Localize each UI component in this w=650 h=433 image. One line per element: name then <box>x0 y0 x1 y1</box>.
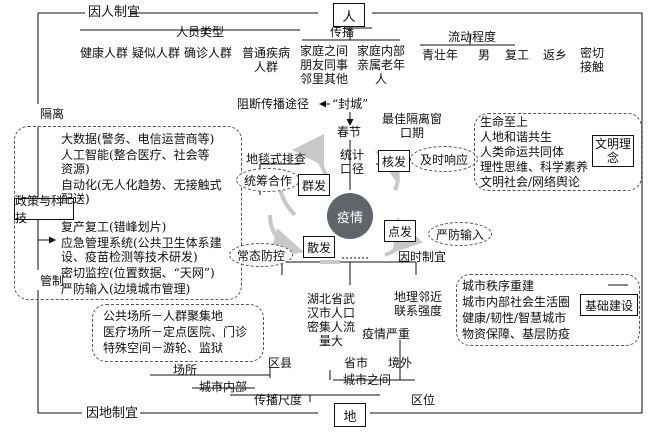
block-route-label: 阻断传播途径 <box>237 97 310 111</box>
policy-item-bigdata: 大数据(警务、电信运营商等) <box>61 132 215 146</box>
infra-item-life-circle: 城市内部社会生活圈 <box>462 295 571 309</box>
severity-label: 疫情严重 <box>362 327 411 341</box>
civ-item-harmony: 人地和谐共生 <box>480 130 553 144</box>
county-label: 区县 <box>268 356 293 370</box>
person-box: 人 <box>333 3 365 27</box>
district-label: 区位 <box>411 393 436 407</box>
strict-import-ellipse: 严防输入 <box>428 222 492 246</box>
infrastructure-box: 基础建设 <box>580 294 638 316</box>
infrastructure-group <box>456 274 640 346</box>
place-special: 特殊空间－游轮、监狱 <box>103 341 224 355</box>
spread-between-families: 家庭之间朋友同事邻里其他 <box>299 44 348 86</box>
within-city-label: 城市内部 <box>199 380 248 394</box>
civilization-box: 文明理念 <box>592 135 634 167</box>
infra-item-order: 城市秩序重建 <box>462 279 535 293</box>
spread-within-family: 家庭内部亲属老年人 <box>356 44 405 86</box>
policy-item-ai: 人工智能(整合医疗、社会等资源) <box>61 148 210 176</box>
place-public: 公共场所－人群聚集地 <box>103 309 224 323</box>
normal-prevention-ellipse: 常态防控 <box>229 243 293 267</box>
abroad-label: 境外 <box>388 356 413 370</box>
places-label: 场所 <box>173 363 198 377</box>
geo-adjacent-label: 地理邻近联系强度 <box>393 290 442 318</box>
scattered-outbreak-box: 散发 <box>303 236 335 258</box>
coordination-ellipse: 统筹合作 <box>236 168 300 192</box>
group-suspected: 疑似人群 <box>132 46 181 60</box>
policy-item-automation: 自动化(无人化趋势、无接触式配送) <box>61 178 222 206</box>
factor-person-label: 因人制宜 <box>88 5 141 20</box>
civ-item-shared-future: 人类命运共同体 <box>480 145 565 159</box>
province-city-label: 省市 <box>344 356 369 370</box>
policy-item-resume-work: 复产复工(错峰划片) <box>61 220 167 234</box>
mobility-return-work: 复工 <box>505 48 530 62</box>
city-lockdown-label: “封城” <box>332 97 369 111</box>
timely-response-ellipse: 及时响应 <box>410 146 478 172</box>
person-type-label: 人员类型 <box>176 25 225 39</box>
control-label: 管制 <box>40 274 65 288</box>
civ-item-life-first: 生命至上 <box>480 115 529 129</box>
group-common-disease: 普通疾病人群 <box>241 46 290 74</box>
mobility-male: 男 <box>478 48 491 62</box>
isolation-label: 隔离 <box>40 107 65 121</box>
time-adapt-label: 因时制宜 <box>398 250 447 264</box>
mobility-label: 流动程度 <box>448 30 497 44</box>
point-outbreak-box: 点发 <box>384 220 416 242</box>
stats-caliber-label: 统计口径 <box>340 148 365 176</box>
door-to-door-label: 地毯式排查 <box>246 152 307 166</box>
infra-item-smart-city: 健康/韧性/智慧城市 <box>462 311 567 325</box>
mobility-young-adult: 青壮年 <box>422 48 459 62</box>
mobility-close-contact: 密切接触 <box>579 46 604 74</box>
policy-item-monitoring: 密切监控(位置数据、“天网”) <box>61 266 215 280</box>
between-city-label: 城市之间 <box>343 373 392 387</box>
hubei-wuhan-label: 湖北省武汉市人口密集人流量大 <box>306 292 355 348</box>
civ-item-civil-society: 文明社会/网络舆论 <box>480 175 581 189</box>
policy-item-import: 严防输入(边境城市管理) <box>61 282 191 296</box>
epidemic-core-circle: 疫情 <box>327 193 373 239</box>
group-confirmed: 确诊人群 <box>184 46 233 60</box>
isolation-window-label: 最佳隔离窗口期 <box>381 112 442 140</box>
spring-festival-label: 春节 <box>337 125 362 139</box>
factor-place-label: 因地制宜 <box>86 406 139 421</box>
infra-item-supplies: 物资保障、基层防疫 <box>462 327 571 341</box>
place-box: 地 <box>334 403 366 427</box>
mass-outbreak-box: 群发 <box>298 174 330 196</box>
core-outbreak-box: 核发 <box>378 150 410 172</box>
policy-item-emergency: 应急管理系统(公共卫生体系建设、疫苗检测等技术研发) <box>61 236 222 264</box>
civilization-group <box>474 113 642 191</box>
civ-item-rational: 理性思维、科学素养 <box>480 160 589 174</box>
spread-scale-label: 传播尺度 <box>254 393 303 407</box>
spread-label: 传播 <box>330 25 355 39</box>
places-group <box>92 304 264 362</box>
mobility-return-home: 返乡 <box>543 48 568 62</box>
place-medical: 医疗场所－定点医院、门诊 <box>103 325 248 339</box>
group-healthy: 健康人群 <box>80 46 129 60</box>
policy-tech-box: 政策与科技 <box>14 194 74 225</box>
